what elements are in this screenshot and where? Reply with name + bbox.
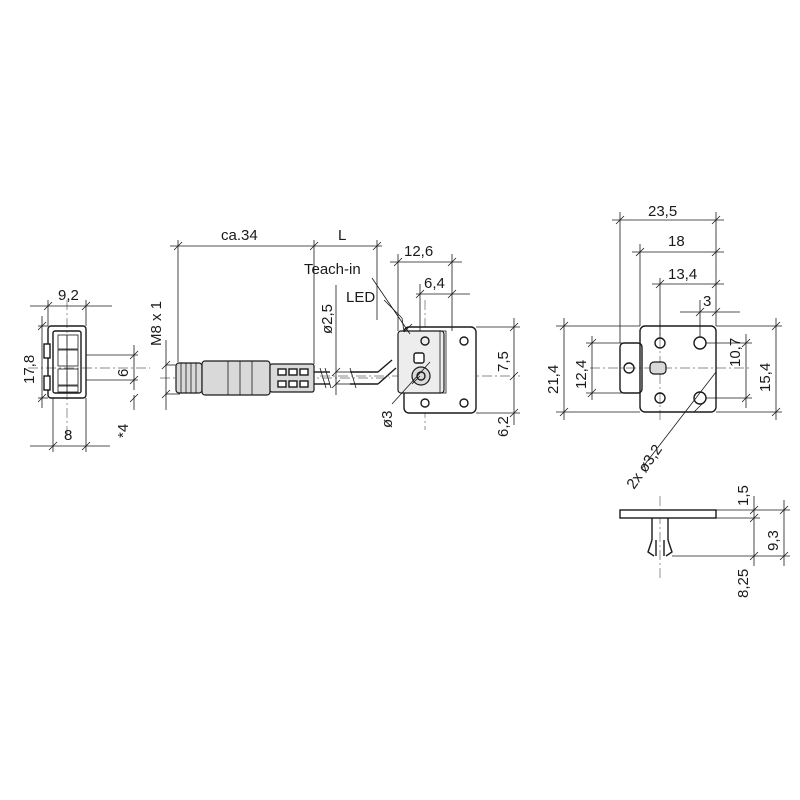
dim-cable-length: L	[338, 227, 346, 244]
dim-front-base: 8	[64, 427, 72, 444]
dim-clip-height: 9,3	[765, 530, 782, 551]
led-label: LED	[346, 289, 375, 306]
dim-clip-depth: 8,25	[735, 569, 752, 598]
teach-in-label: Teach-in	[304, 261, 361, 278]
dim-lens-diameter: ø3	[379, 410, 396, 428]
front-view: 9,2 17,8 6 *4 8	[21, 287, 150, 452]
dim-hole-span-inner: 13,4	[668, 266, 697, 283]
dim-plate-width: 23,5	[648, 203, 677, 220]
plate-top-view: 23,5 18 13,4 3 21,4 12,4	[545, 203, 782, 492]
dim-cable-diameter: ø2,5	[319, 304, 336, 334]
dim-slot-offset: 3	[703, 293, 711, 310]
dim-mount-holes: 2x ø3,2	[623, 442, 666, 493]
dim-body-length: 12,6	[404, 243, 433, 260]
dim-body-height-upper: 7,5	[495, 351, 512, 372]
dim-front-height: 17,8	[21, 355, 38, 384]
dim-plate-thickness: 1,5	[735, 485, 752, 506]
dim-front-pitch: 6	[115, 369, 132, 377]
sensor-side-view: 12,6 6,4 Teach-in LED ø3 7,5 6,2	[304, 243, 520, 437]
dim-front-width: 9,2	[58, 287, 79, 304]
dim-front-offset: *4	[115, 424, 132, 438]
dim-teach-offset: 6,4	[424, 275, 445, 292]
dim-hole-pitch-total: 15,4	[757, 363, 774, 392]
clip-side-view: 1,5 9,3 8,25	[619, 485, 790, 598]
dim-plate-inner-height: 12,4	[573, 360, 590, 389]
dim-thread: M8 x 1	[148, 301, 165, 346]
dim-plate-height: 21,4	[545, 365, 562, 394]
dim-hole-span-outer: 18	[668, 233, 685, 250]
dim-cable-length-approx: ca.34	[221, 227, 258, 244]
connector-view: M8 x 1	[148, 227, 397, 410]
dim-body-height-lower: 6,2	[495, 416, 512, 437]
dim-hole-pitch-right: 10,7	[727, 338, 744, 367]
